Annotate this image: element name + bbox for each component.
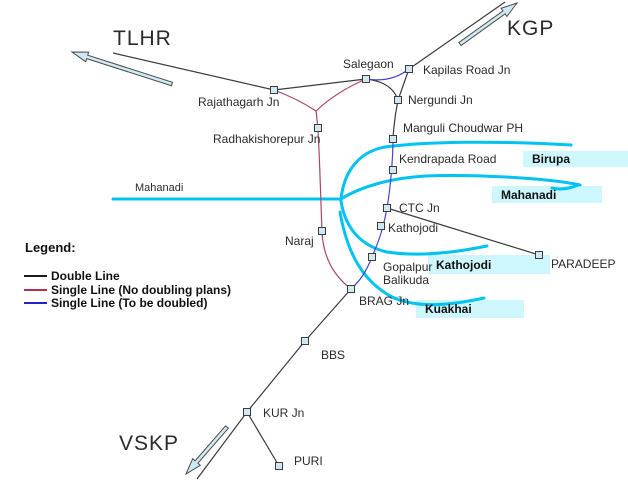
- station-label-salegaon: Salegaon: [343, 57, 394, 71]
- station-label-kapilas: Kapilas Road Jn: [423, 63, 510, 77]
- river-label-bg-birupa: [523, 151, 628, 167]
- rail-kapilas-kgp: [408, 1, 506, 70]
- rail-salegaon-branch: [315, 78, 367, 112]
- legend-label-single-to-be-doubled: Single Line (To be doubled): [51, 296, 207, 310]
- river-label-kathojodi: Kathojodi: [436, 258, 491, 272]
- station-marker-brag: [347, 285, 355, 293]
- station-marker-kur: [243, 408, 251, 416]
- river-label-mahanadi-west: Mahanadi: [135, 182, 183, 194]
- station-label-rajathagarh: Rajathagarh Jn: [198, 95, 279, 109]
- river-kuakhai: [338, 210, 486, 307]
- station-marker-kendrapada: [389, 166, 397, 174]
- river-birupa: [339, 140, 573, 201]
- station-marker-gopalpur-balikuda: [368, 253, 376, 261]
- station-marker-bbs: [301, 337, 309, 345]
- station-marker-ctc: [383, 204, 391, 212]
- tlhr-direction-arrow-icon: [70, 51, 174, 87]
- river-mahanadi-east-fork: [550, 183, 580, 191]
- station-label-radhakishorepur: Radhakishorepur Jn: [213, 132, 320, 146]
- station-marker-manguli: [389, 135, 397, 143]
- legend-label-single-no-doubling: Single Line (No doubling plans): [51, 283, 231, 297]
- station-label-brag: BRAG Jn: [359, 294, 409, 308]
- river-label-kuakhai: Kuakhai: [425, 302, 472, 316]
- river-label-birupa: Birupa: [532, 152, 570, 166]
- rail-nergundi-manguli: [392, 99, 399, 140]
- station-marker-salegaon: [362, 75, 370, 83]
- rail-kur-puri: [246, 411, 280, 467]
- rail-salegaon-nergundi: [365, 78, 399, 101]
- river-label-bg-kathojodi: [428, 255, 550, 274]
- station-marker-puri: [275, 462, 283, 470]
- station-marker-kathojodi: [377, 222, 385, 230]
- station-label-gopalpur-line2: Balikuda: [383, 273, 429, 287]
- river-label-mahanadi: Mahanadi: [501, 188, 556, 202]
- station-label-puri: PURI: [294, 454, 323, 468]
- rail-ctc-paradeep: [386, 207, 540, 256]
- station-label-naraj: Naraj: [285, 234, 314, 248]
- vskp-direction-arrow-icon: [184, 425, 230, 476]
- station-label-bbs: BBS: [321, 348, 345, 362]
- river-label-bg-mahanadi: [492, 186, 602, 203]
- rail-rajathagarh-branch: [273, 89, 317, 112]
- station-label-kendrapada: Kendrapada Road: [399, 152, 496, 166]
- station-label-kur: KUR Jn: [263, 406, 304, 420]
- station-marker-naraj: [318, 227, 326, 235]
- river-kathojodi: [339, 199, 489, 256]
- station-marker-paradeep: [535, 251, 543, 259]
- kgp-direction-arrow-icon: [458, 2, 519, 47]
- terminal-label-tlhr: TLHR: [113, 27, 172, 50]
- rail-brag-bbs-kur-vskp: [196, 288, 352, 480]
- station-label-ctc: CTC Jn: [399, 201, 440, 215]
- station-marker-radhakishorepur: [314, 124, 322, 132]
- legend-label-double-line: Double Line: [51, 269, 120, 283]
- station-label-kathojodi: Kathojodi: [388, 221, 438, 235]
- station-label-paradeep: PARADEEP: [551, 257, 615, 271]
- station-marker-nergundi: [394, 96, 402, 104]
- terminal-label-vskp: VSKP: [119, 432, 179, 455]
- station-label-gopalpur-line1: Gopalpur: [383, 260, 432, 274]
- station-label-manguli: Manguli Choudwar PH: [403, 121, 523, 135]
- terminal-label-kgp: KGP: [507, 17, 554, 40]
- river-mahanadi-east: [339, 173, 582, 201]
- rail-tlhr-rajathagarh-salegaon: [112, 52, 367, 91]
- station-marker-rajathagarh: [270, 86, 278, 94]
- station-marker-kapilas: [405, 65, 413, 73]
- station-label-nergundi: Nergundi Jn: [408, 93, 473, 107]
- legend-heading: Legend:: [25, 240, 76, 255]
